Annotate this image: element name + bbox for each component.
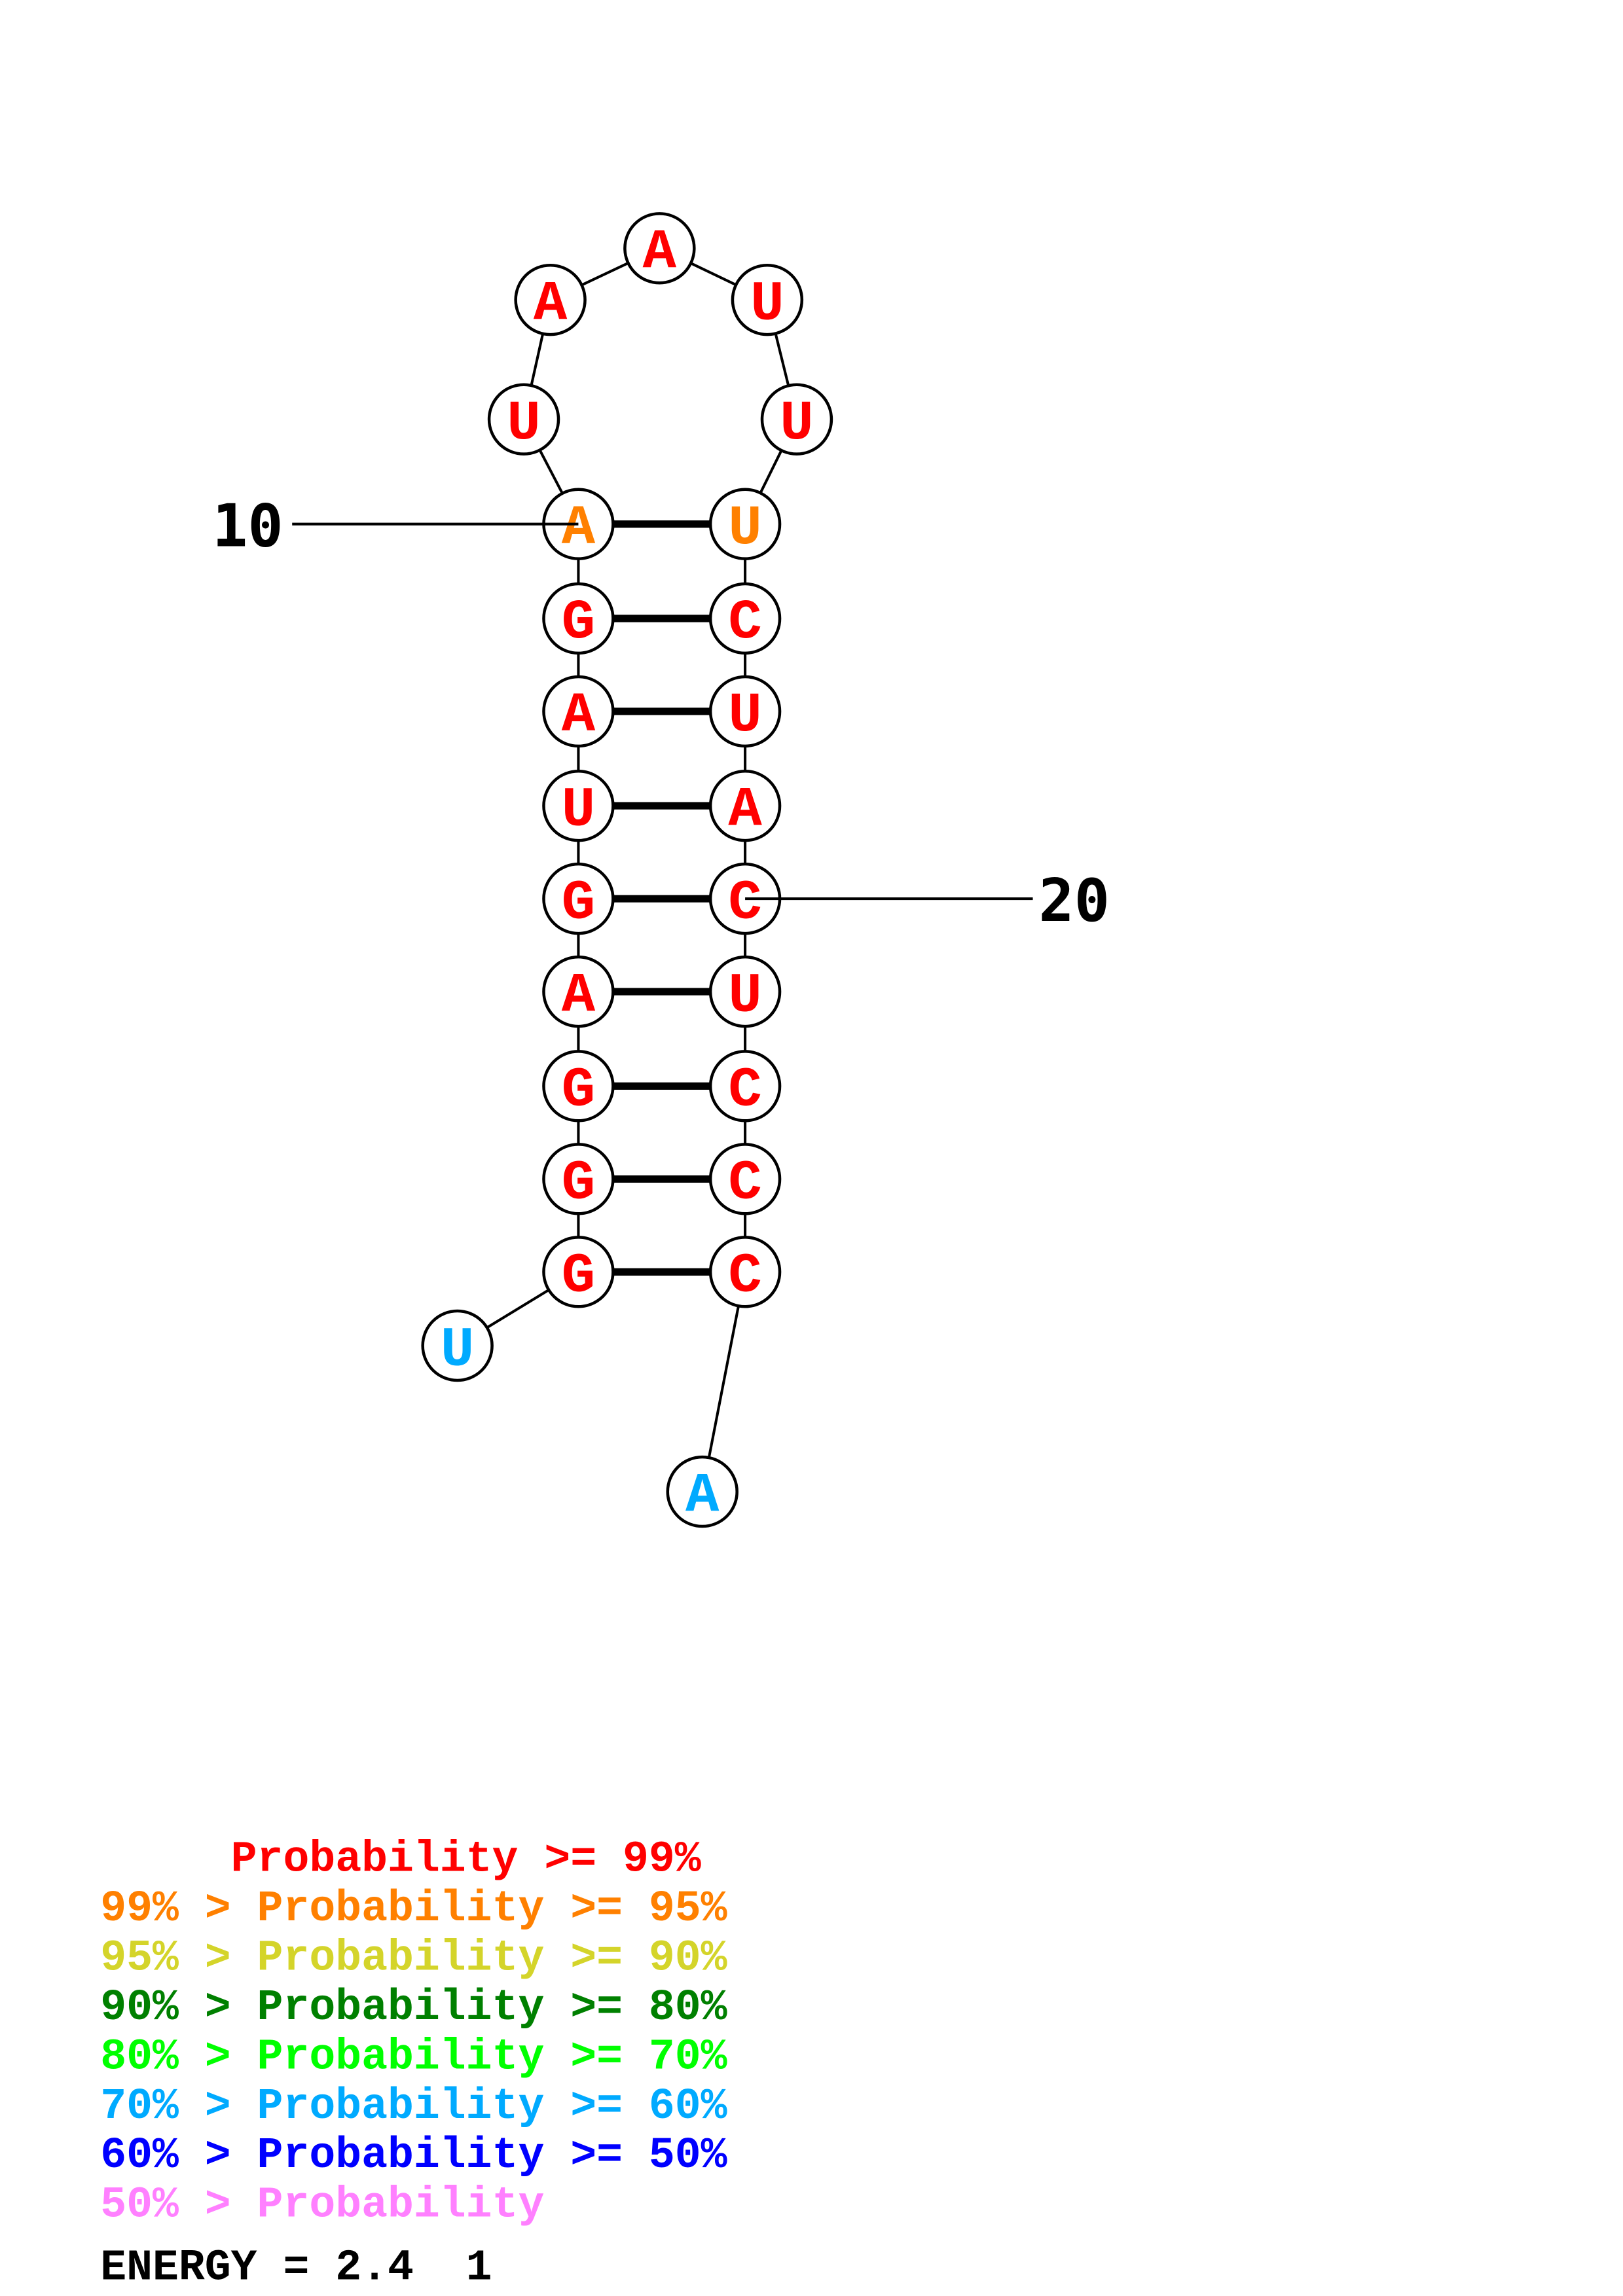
legend-entry: 95% > Probability >= 90% — [100, 1933, 727, 1982]
nucleotide-letter: A — [562, 964, 596, 1028]
nucleotide-node: G — [542, 1050, 615, 1122]
nucleotide-letter: A — [562, 497, 596, 560]
energy-label: ENERGY = 2.4 1 — [100, 2244, 492, 2293]
nucleotide-circle — [542, 955, 615, 1028]
nucleotide-letter: G — [562, 1152, 595, 1215]
nucleotide-letter: A — [685, 1464, 720, 1528]
nucleotide-node: C — [708, 862, 782, 935]
nucleotide-circle — [731, 263, 804, 336]
nucleotide-node: G — [542, 862, 615, 935]
position-label: 20 — [1039, 867, 1110, 935]
nucleotide-node: U — [731, 263, 804, 336]
nucleotide-letter: U — [562, 778, 595, 842]
nucleotide-circle — [708, 1143, 782, 1215]
nucleotide-node: A — [542, 955, 615, 1028]
nucleotide-letter: U — [507, 392, 540, 456]
probability-legend: Probability >= 99%99% > Probability >= 9… — [100, 1835, 727, 2229]
nucleotide-node: U — [708, 955, 782, 1028]
nucleotide-letter: U — [728, 497, 761, 560]
nucleotide-circle — [542, 1236, 615, 1308]
position-label: 10 — [212, 492, 283, 561]
nucleotide-letter: C — [728, 871, 761, 935]
nucleotide-circle — [623, 212, 696, 285]
nucleotide-letter: U — [728, 964, 761, 1028]
nucleotide-node: A — [708, 769, 782, 842]
nucleotide-node: U — [760, 383, 833, 456]
nucleotide-node: G — [542, 582, 615, 655]
nucleotide-circle — [708, 582, 782, 655]
legend-entry: Probability >= 99% — [100, 1835, 701, 1884]
nucleotide-node: C — [708, 1143, 782, 1215]
position-labels: 10 20 — [212, 492, 1110, 935]
nucleotide-node: U — [542, 769, 615, 842]
nucleotide-circle — [542, 675, 615, 748]
nucleotide-node: C — [708, 1050, 782, 1122]
nucleotide-node: G — [542, 1143, 615, 1215]
legend-entry: 99% > Probability >= 95% — [100, 1884, 727, 1933]
nucleotide-letter: A — [534, 272, 568, 336]
nucleotide-circle — [708, 675, 782, 748]
legend-entry: 50% > Probability — [100, 2181, 544, 2230]
nucleotide-circle — [542, 1050, 615, 1122]
nucleotide-letter: G — [562, 1059, 595, 1122]
nucleotide-circle — [708, 1236, 782, 1308]
nucleotide-circle — [542, 582, 615, 655]
nucleotide-node: U — [708, 488, 782, 560]
legend-entry: 60% > Probability >= 50% — [100, 2131, 727, 2180]
nucleotide-letter: G — [562, 1245, 595, 1308]
nucleotide-letter: C — [728, 1059, 761, 1122]
nucleotide-circle — [708, 769, 782, 842]
nucleotide-letter: U — [780, 392, 813, 456]
nucleotide-circle — [514, 263, 587, 336]
nucleotide-letter: A — [728, 778, 762, 842]
nucleotide-circle — [542, 1143, 615, 1215]
nucleotide-letter: C — [728, 1245, 761, 1308]
nucleotide-letter: G — [562, 591, 595, 655]
legend-entry: 90% > Probability >= 80% — [100, 1983, 727, 2032]
nucleotide-circle — [542, 862, 615, 935]
nucleotide-node: A — [666, 1455, 739, 1528]
nucleotide-node: U — [708, 675, 782, 748]
nucleotide-node: A — [542, 675, 615, 748]
nucleotide-node: G — [542, 1236, 615, 1308]
nucleotide-node: A — [623, 212, 696, 285]
nucleotide-letter: U — [750, 272, 784, 336]
nucleotide-node: U — [421, 1309, 494, 1382]
nucleotide-circle — [421, 1309, 494, 1382]
nucleotide-letter: U — [441, 1318, 474, 1382]
nucleotide-node: C — [708, 1236, 782, 1308]
nucleotide-letter: A — [562, 684, 596, 747]
nucleotide-circle — [542, 769, 615, 842]
nucleotide-node: U — [487, 383, 560, 456]
nucleotide-letter: G — [562, 871, 595, 935]
nucleotide-circle — [708, 1050, 782, 1122]
nucleotide-letter: C — [728, 1152, 761, 1215]
nucleotide-letter: U — [728, 684, 761, 747]
nucleotide-circle — [760, 383, 833, 456]
backbone-line — [701, 1271, 747, 1492]
nucleotide-node: C — [708, 582, 782, 655]
legend-entry: 70% > Probability >= 60% — [100, 2082, 727, 2131]
nucleotide-circle — [708, 488, 782, 560]
legend-entry: 80% > Probability >= 70% — [100, 2032, 727, 2081]
nucleotide-circle — [708, 955, 782, 1028]
nucleotide-circle — [666, 1455, 739, 1528]
nucleotide-node: A — [514, 263, 587, 336]
nucleotide-letter: A — [643, 221, 677, 285]
nucleotide-circle — [487, 383, 560, 456]
nucleotide-letter: C — [728, 591, 761, 655]
